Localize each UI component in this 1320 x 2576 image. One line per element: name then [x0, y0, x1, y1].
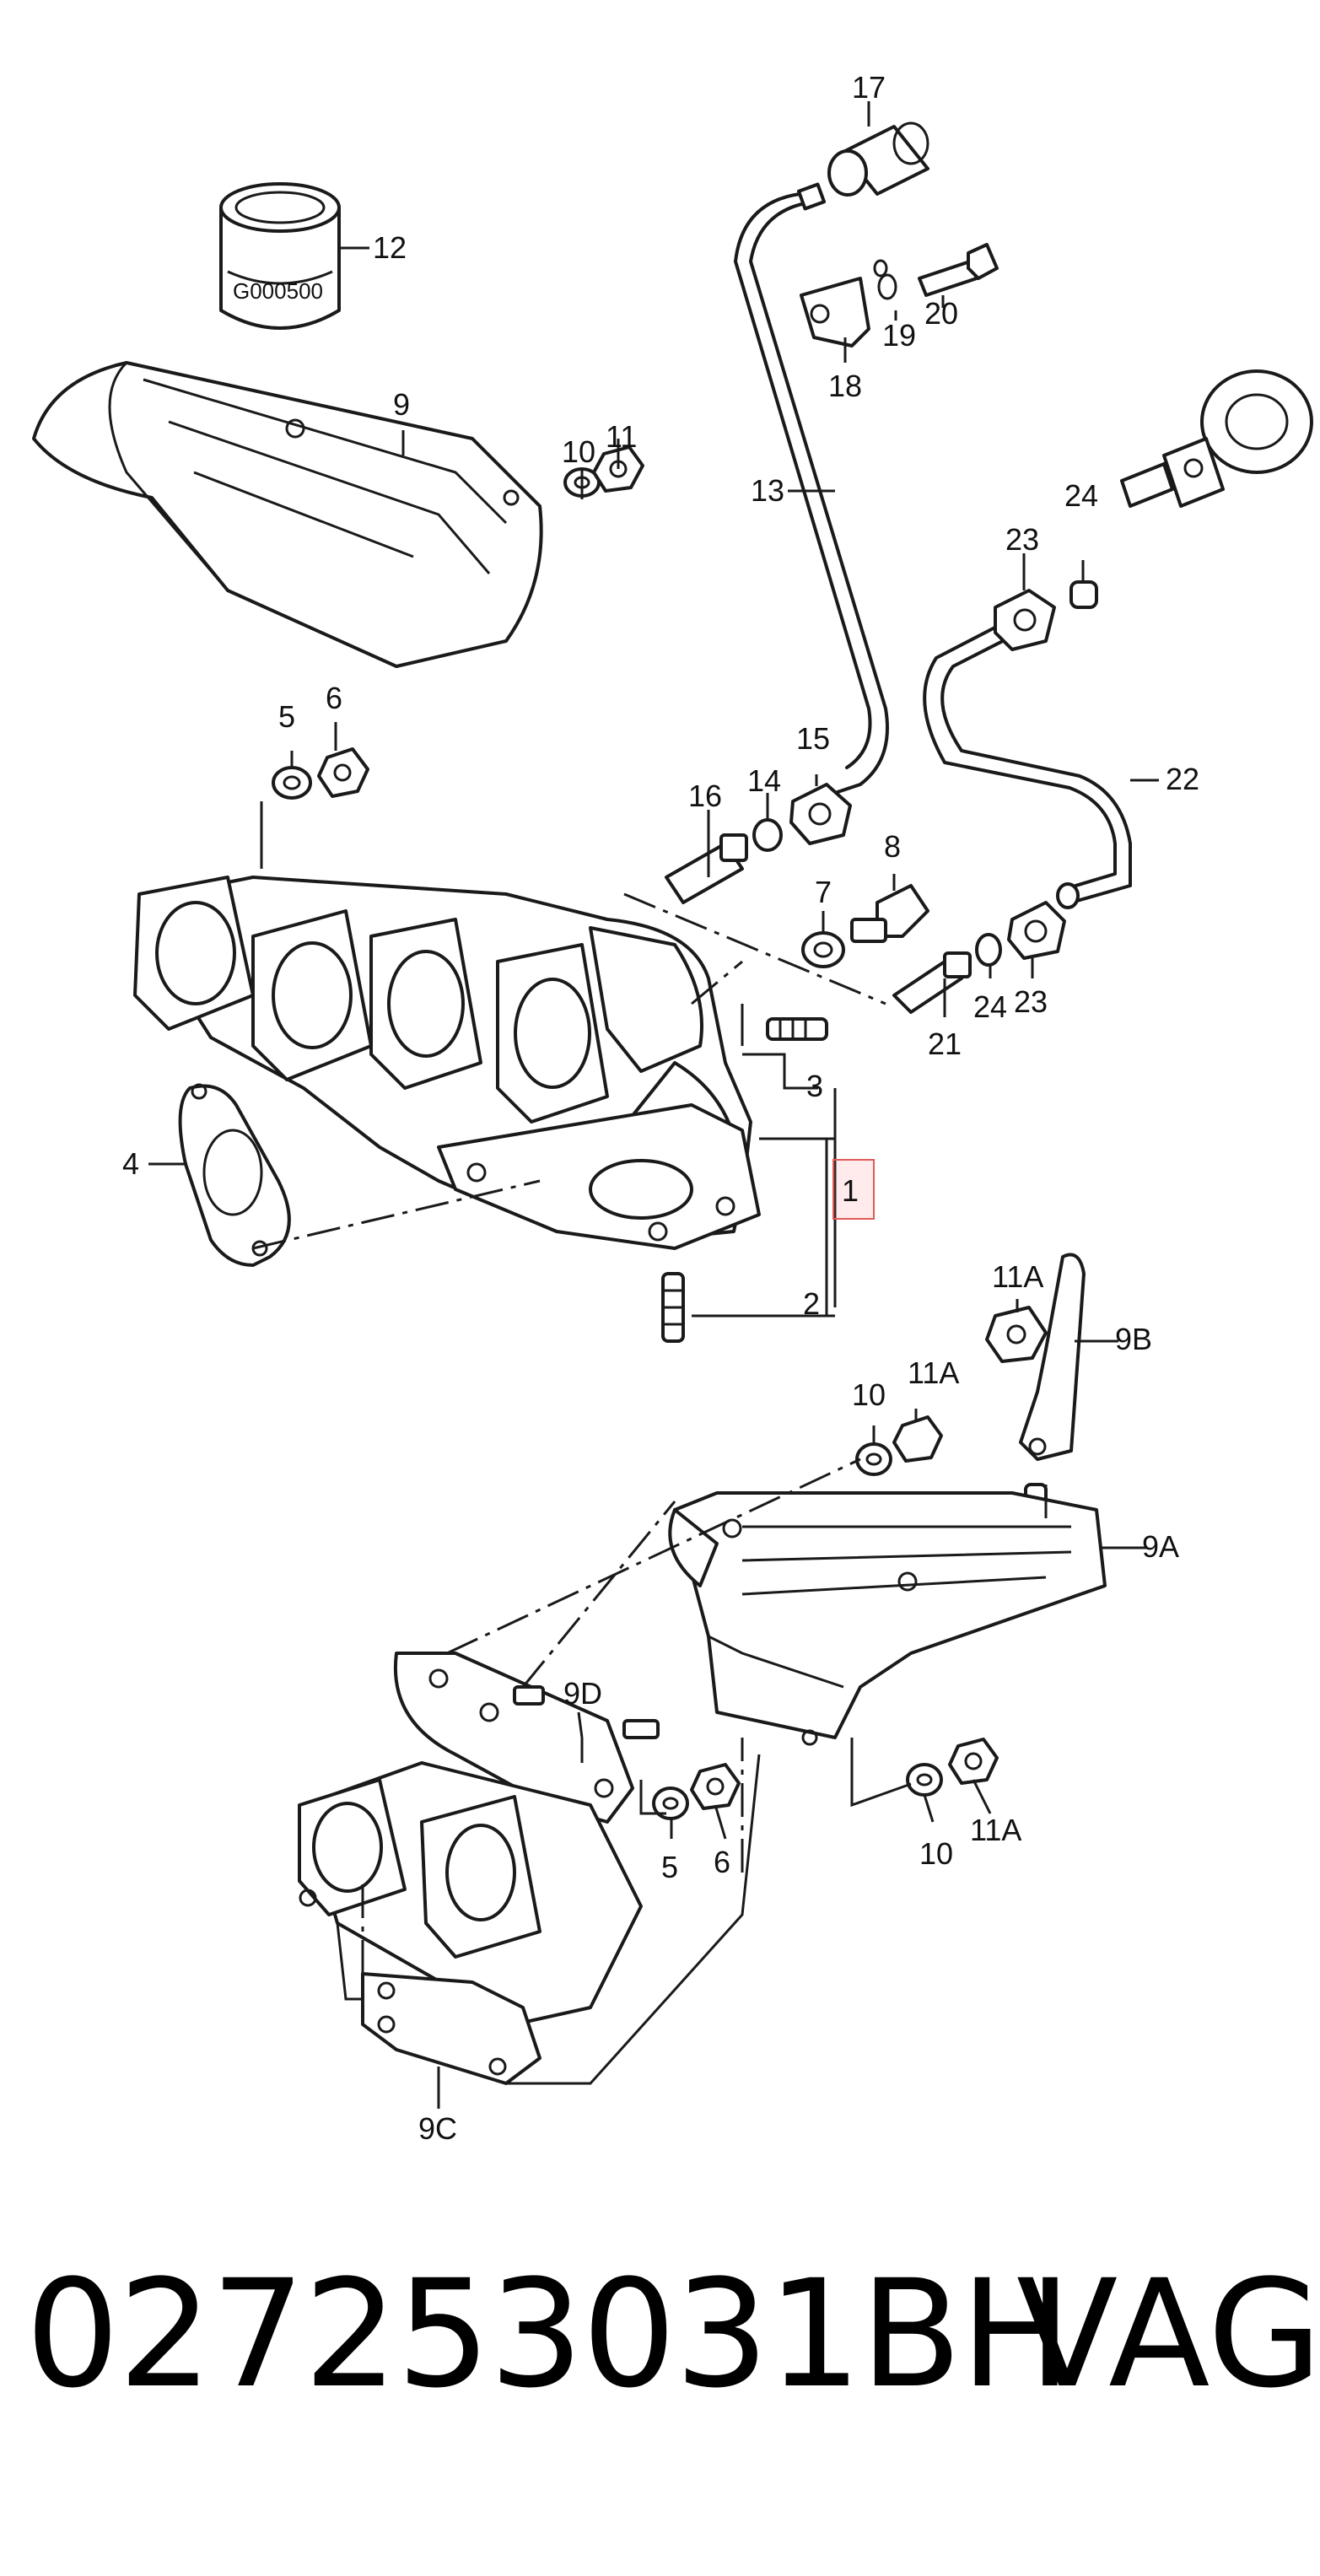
callout-label: 17	[852, 70, 886, 105]
callout-label: 11	[606, 419, 637, 454]
part-4-gasket	[178, 1083, 291, 1267]
part-23-union-nut-lower	[1007, 901, 1066, 960]
callout-label: 11A	[970, 1813, 1021, 1847]
callout-label: 21	[928, 1027, 962, 1061]
part-3-stud	[766, 1017, 828, 1041]
callout-label: 19	[882, 318, 916, 353]
part-24-ferrule-top	[1069, 580, 1098, 609]
callout-label: 9B	[1115, 1322, 1152, 1356]
callout-label: 10	[852, 1377, 886, 1412]
lower-leader-lines	[336, 1458, 1048, 2092]
callout-label: 6	[326, 681, 342, 715]
callout-label: 6	[714, 1845, 730, 1879]
part-6-nut-lower	[690, 1763, 741, 1810]
part-19-washer	[873, 259, 897, 300]
part-11a-nut-mid	[892, 1415, 943, 1463]
part-12-sleeve: G000500	[219, 182, 341, 330]
part-8-plug	[850, 884, 929, 943]
callout-label: 16	[688, 779, 722, 813]
upper-leader-lines	[252, 801, 886, 1318]
part-9b-bracket	[1019, 1253, 1086, 1461]
callout-label: 11A	[992, 1259, 1043, 1294]
egr-valve-unit	[1120, 369, 1313, 508]
part-10-washer-lower	[906, 1763, 943, 1797]
callout-label: 24	[973, 989, 1007, 1024]
part-11a-nut-upper	[985, 1306, 1048, 1363]
callout-label: 5	[661, 1850, 678, 1884]
part-9a-heat-shield	[668, 1491, 1107, 1746]
part-15-union	[789, 783, 852, 845]
part-5-washer-upper	[272, 766, 312, 800]
callout-label: 12	[373, 230, 407, 265]
part-13-oil-line	[734, 182, 889, 795]
callout-label: 10	[919, 1836, 953, 1871]
part-14-ferrule	[752, 818, 783, 852]
callout-label: 20	[924, 296, 958, 331]
part-10-washer-mid	[855, 1442, 892, 1476]
callout-label: 5	[278, 699, 295, 734]
callout-label: 10	[562, 434, 595, 469]
part-2-stud	[661, 1272, 685, 1343]
callout-label: 24	[1064, 478, 1098, 513]
callout-label: 13	[751, 473, 784, 508]
callout-label: 23	[1005, 522, 1039, 557]
callout-label: 4	[122, 1146, 139, 1181]
callout-label: 15	[796, 721, 830, 756]
callout-label: 14	[747, 763, 781, 798]
callout-label: 1	[842, 1173, 859, 1208]
brand-name: VAG	[1016, 2248, 1320, 2421]
callout-label: 7	[815, 875, 832, 909]
callout-label: 11A	[908, 1355, 959, 1390]
part-21-fitting	[892, 951, 972, 1014]
callout-label: 18	[828, 369, 862, 403]
part-9d-bracket	[393, 1652, 660, 1824]
callout-label: 23	[1014, 984, 1048, 1019]
callout-label: 9A	[1142, 1529, 1179, 1564]
callout-label: 8	[884, 829, 901, 864]
callout-labels-repeat: 23 24 10 11A 5 6 10 11A	[661, 984, 1048, 1884]
exploded-parts-diagram: G000500	[32, 70, 1313, 2146]
callout-labels: 1 2 3 4 5 6 7 8 9 10 11 12 13 14 15 16 1…	[122, 70, 1199, 2146]
callout-label: 9C	[418, 2111, 457, 2146]
part-11a-nut-lower	[948, 1738, 999, 1785]
callout-label: 22	[1166, 762, 1199, 796]
callout-label: 9	[393, 387, 410, 422]
part-24-ferrule-lower	[975, 933, 1002, 967]
exhaust-manifold	[133, 876, 761, 1250]
part-22-return-line	[923, 602, 1132, 909]
part-9-heat-shield	[32, 361, 543, 668]
part-9c-bracket	[361, 1972, 541, 2085]
highlight-box	[832, 1159, 875, 1220]
stamp-text: G000500	[233, 278, 323, 304]
part-20-bolt	[918, 243, 999, 297]
part-17-filter	[827, 121, 929, 197]
callout-label: 3	[806, 1069, 823, 1103]
part-number: 027253031BH	[25, 2248, 1072, 2421]
part-16-fitting	[665, 833, 748, 904]
manifold-lower-view	[298, 1761, 643, 2026]
callout-label: 9D	[563, 1676, 602, 1711]
part-7-washer	[801, 931, 845, 968]
callout-label: 2	[803, 1286, 820, 1321]
callout-leaders	[148, 101, 1159, 2109]
part-6-nut-upper	[317, 747, 369, 798]
part-18-bracket	[800, 277, 870, 348]
part-23-union-nut-top	[994, 589, 1056, 651]
footer: 027253031BH VAG	[0, 2261, 1320, 2514]
